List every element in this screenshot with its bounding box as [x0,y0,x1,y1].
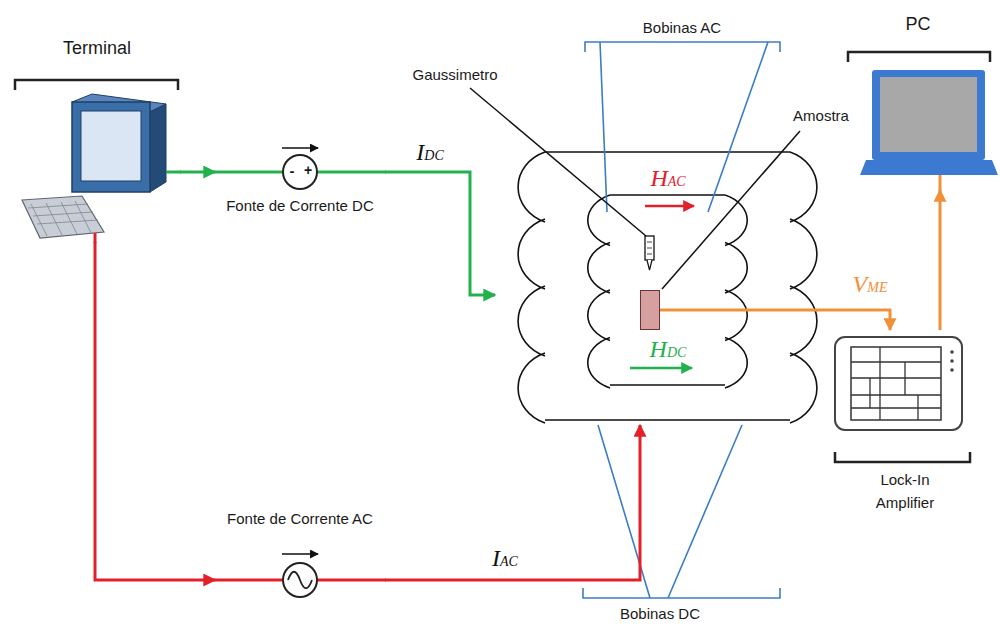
bracket [15,80,178,90]
field-arrow [645,205,694,208]
dc-coil [518,152,817,423]
signal-connector [95,242,215,580]
pc-node: PC [845,8,995,190]
sample-label: Amostra [793,107,849,125]
signal-connector [180,171,215,174]
device-label: Terminal [63,38,131,60]
field-symbol: HAC [650,166,685,190]
coil-label: Bobinas AC [643,19,721,37]
device-label: Lock-In Amplifier [855,468,955,515]
instrument-label: Gaussimetro [412,66,497,84]
signal-connector [385,172,495,295]
signal-connector [660,310,890,330]
current-symbol: IDC [416,140,443,164]
field-symbol: HDC [650,337,687,361]
device-label: Fonte de Corrente AC [227,510,373,528]
ac-source-symbol [214,554,386,597]
computer-icon [22,94,166,238]
bracket [848,52,990,62]
field-arrow [630,367,692,370]
polarity-sign: - [290,162,295,180]
terminal-node: Terminal [15,20,180,242]
laptop-icon [860,70,998,175]
coil-pointer [583,42,780,598]
coil-assembly: AmostraBobinas ACBobinas DC [495,150,840,425]
current-source-node: Fonte de Corrente AC [215,506,385,600]
hall-probe [645,236,654,270]
ac-coil [588,195,747,388]
signal-connector [385,425,640,580]
sample-box: Amostra [640,290,660,330]
voltage-symbol: VME [853,272,888,296]
signal-connector [939,190,942,330]
polarity-sign: + [304,162,312,179]
leader-line [662,131,800,289]
bracket [835,452,970,462]
current-symbol: IAC [492,546,518,570]
device-label: PC [905,14,930,36]
current-source-node: Fonte de Corrente DC [215,130,385,218]
lock-in-node: Lock-In Amplifier [830,330,975,540]
coil-label: Bobinas DC [620,605,700,623]
lock-in-icon [835,337,962,430]
dc-source-symbol [214,148,386,189]
leader-line [470,88,646,236]
device-label: Fonte de Corrente DC [226,197,374,215]
